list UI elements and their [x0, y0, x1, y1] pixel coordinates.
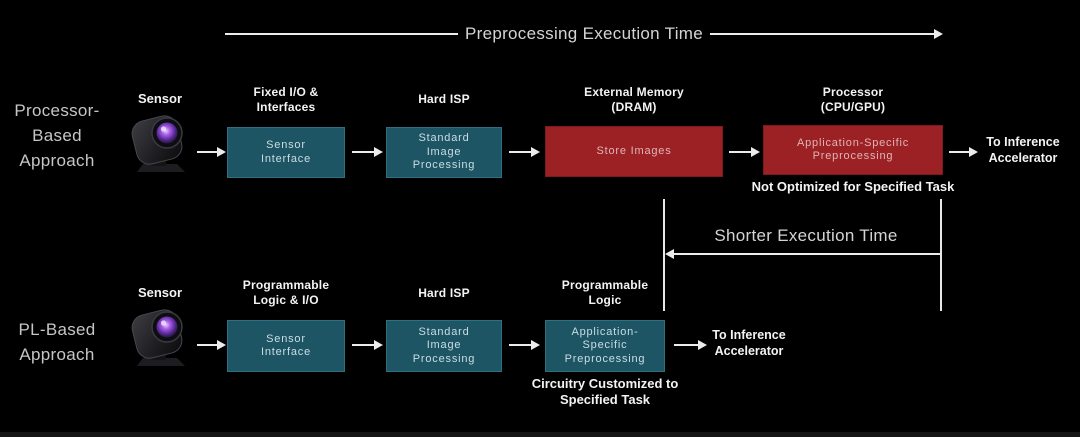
caption-hard-isp-row1: Hard ISP	[418, 92, 470, 106]
sensor-label-row1: Sensor	[137, 91, 183, 106]
flow-arrow	[509, 340, 540, 350]
app-specific-preprocessing-box-row2: Application- Specific Preprocessing	[545, 320, 665, 372]
sensor-interface-box-row2: Sensor Interface	[227, 320, 345, 372]
caption-programmable-logic-io: Programmable Logic & I/O	[242, 278, 330, 307]
shorter-exec-time-arrow	[665, 249, 940, 259]
top-timeline-label: Preprocessing Execution Time	[464, 24, 703, 43]
caption-processor-cpu-gpu: Processor (CPU/GPU)	[820, 85, 886, 114]
top-timeline-line-left	[225, 33, 458, 35]
approach-label-pl: PL-Based Approach	[18, 320, 96, 364]
flow-arrow	[197, 147, 226, 157]
bottom-edge-strip	[0, 432, 1080, 437]
flow-arrow	[352, 147, 383, 157]
flow-arrow	[949, 147, 978, 157]
flow-arrow	[509, 147, 540, 157]
circuitry-customized-note: Circuitry Customized to Specified Task	[531, 376, 679, 407]
to-inference-accelerator-row2: To Inference Accelerator	[712, 328, 786, 358]
sensor-label-row2: Sensor	[137, 285, 183, 300]
not-optimized-note: Not Optimized for Specified Task	[751, 179, 955, 194]
caption-external-memory: External Memory (DRAM)	[584, 85, 684, 114]
shorter-exec-time-label: Shorter Execution Time	[714, 226, 898, 245]
standard-image-processing-box-row2: Standard Image Processing	[386, 320, 502, 372]
caption-fixed-io: Fixed I/O & Interfaces	[253, 85, 319, 114]
app-specific-preprocessing-box-row1: Application-Specific Preprocessing	[763, 125, 943, 175]
sensor-interface-box-row1: Sensor Interface	[227, 127, 345, 178]
flow-arrow	[674, 340, 707, 350]
exec-time-vline-left	[663, 199, 665, 311]
to-inference-accelerator-row1: To Inference Accelerator	[986, 135, 1060, 165]
flow-arrow	[197, 340, 226, 350]
flow-arrow	[352, 340, 383, 350]
approach-label-processor: Processor- Based Approach	[14, 101, 100, 170]
standard-image-processing-box-row1: Standard Image Processing	[386, 127, 502, 178]
camera-sensor-icon	[131, 309, 185, 366]
store-images-box: Store Images	[545, 126, 723, 177]
camera-sensor-icon	[131, 115, 185, 172]
exec-time-vline-right	[940, 199, 942, 311]
caption-hard-isp-row2: Hard ISP	[418, 286, 470, 300]
flow-arrow	[729, 147, 760, 157]
caption-programmable-logic: Programmable Logic	[561, 278, 649, 307]
top-timeline-arrow	[710, 29, 943, 39]
